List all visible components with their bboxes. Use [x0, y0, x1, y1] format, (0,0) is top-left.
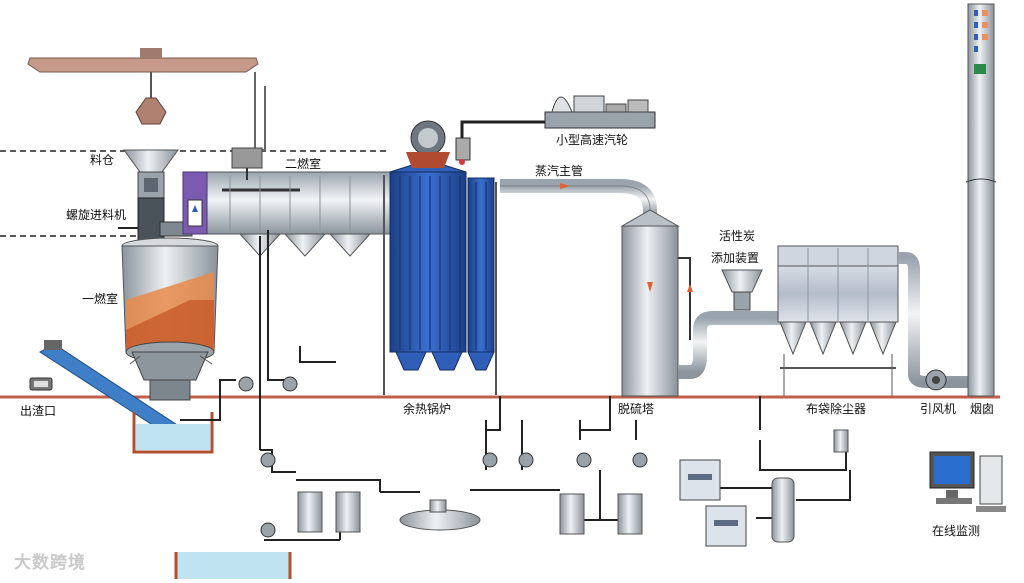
label-chimney: 烟囱 [970, 402, 995, 416]
flue-duct [678, 311, 790, 379]
label-secondary-chamber: 二燃室 [285, 157, 322, 171]
label-desulfurization-tower: 脱硫塔 [618, 402, 655, 416]
activated-carbon-unit [721, 269, 763, 311]
label-primary-chamber: 一燃室 [82, 292, 119, 306]
waste-heat-boiler [383, 159, 497, 395]
pumps [238, 376, 648, 538]
watermark: 大数跨境 [14, 553, 86, 573]
label-small-turbine: 小型高速汽轮 [556, 133, 629, 147]
baghouse [777, 245, 899, 396]
storage-tanks [297, 429, 849, 543]
primary-chamber [121, 237, 219, 401]
label-waste-heat-boiler: 余热锅炉 [403, 402, 452, 416]
chimney [965, 3, 997, 397]
slag-water-tank [132, 412, 214, 454]
label-activated-carbon-1: 活性炭 [719, 229, 756, 243]
label-id-fan: 引风机 [920, 402, 957, 416]
grab-crane [27, 48, 266, 151]
label-baghouse: 布袋除尘器 [806, 402, 867, 416]
steam-drum [406, 120, 471, 168]
screw-feeder [118, 197, 193, 245]
control-cabinets [679, 459, 747, 547]
hopper [123, 149, 179, 199]
small-turbine [544, 95, 656, 129]
label-online-monitoring: 在线监测 [932, 524, 981, 538]
monitoring-computer [929, 451, 1006, 512]
id-fan [925, 369, 947, 391]
duct-to-fan [898, 252, 968, 388]
label-slag-outlet: 出渣口 [20, 404, 57, 418]
label-screw-feeder: 螺旋进料机 [66, 208, 127, 222]
label-steam-main: 蒸汽主管 [535, 164, 584, 178]
label-activated-carbon-2: 添加装置 [711, 251, 760, 265]
label-hopper: 料仓 [90, 153, 115, 167]
hopper-level-lines [0, 150, 390, 237]
desulfurization-tower [620, 209, 693, 397]
bottom-water-tank [174, 552, 292, 579]
